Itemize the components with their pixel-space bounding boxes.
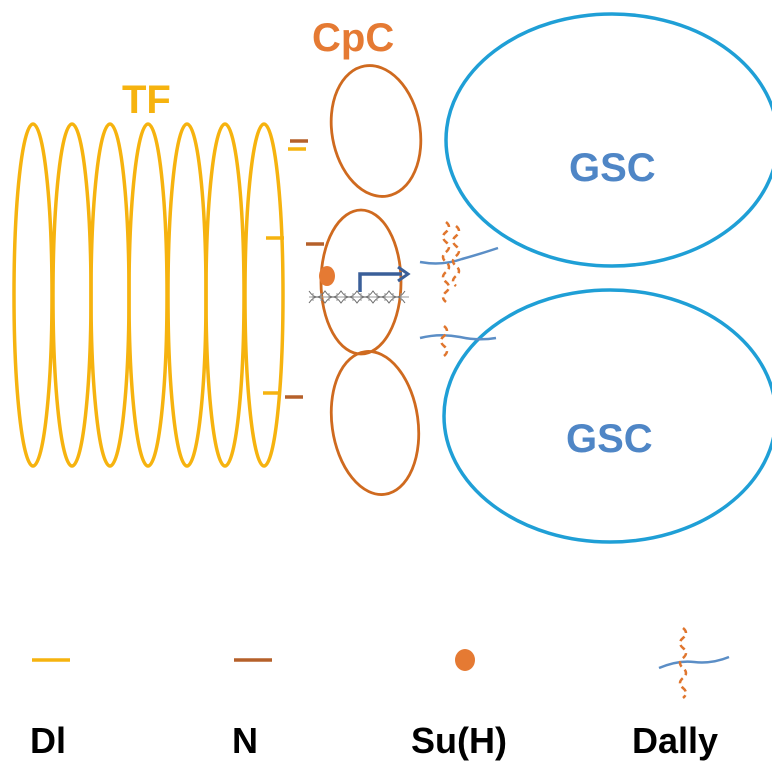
- cpc-label: CpC: [312, 16, 395, 60]
- gsc-top-label: GSC: [569, 146, 656, 190]
- tf-cell: [51, 122, 93, 468]
- legend: [32, 627, 730, 699]
- suh-protein: [319, 266, 335, 286]
- cap-cell: [329, 64, 423, 198]
- delta-ligands: [263, 147, 306, 395]
- gsc-cell-bottom: [442, 288, 772, 544]
- tf-cell: [204, 122, 246, 468]
- tf-cell: [127, 122, 169, 468]
- legend-n-label: N: [232, 720, 258, 761]
- germline-stem-cells: [442, 12, 772, 544]
- tf-cell: [243, 122, 285, 468]
- cap-cell: [329, 350, 421, 496]
- gsc-bottom-label: GSC: [566, 417, 653, 461]
- tf-cell: [89, 122, 131, 468]
- cap-cells: [319, 64, 423, 496]
- legend-dl-label: Dl: [30, 720, 66, 761]
- legend-dally-label: Dally: [632, 720, 719, 761]
- gsc-cell-top: [444, 12, 772, 268]
- transcription-arrow-icon: [358, 265, 411, 292]
- legend-suh-label: Su(H): [411, 720, 507, 761]
- dally-molecule: [419, 221, 499, 303]
- legend-dally-symbol: [658, 627, 730, 699]
- tf-cell: [166, 122, 208, 468]
- dna-helix-icon: [308, 290, 409, 304]
- dally-proteoglycans: [419, 221, 499, 357]
- legend-suh-symbol: [455, 649, 475, 671]
- dally-molecule: [419, 225, 497, 357]
- notch-receptors: [285, 139, 324, 399]
- terminal-filament-cells: [12, 122, 285, 468]
- tf-cell: [12, 122, 54, 468]
- tf-label: TF: [122, 78, 171, 122]
